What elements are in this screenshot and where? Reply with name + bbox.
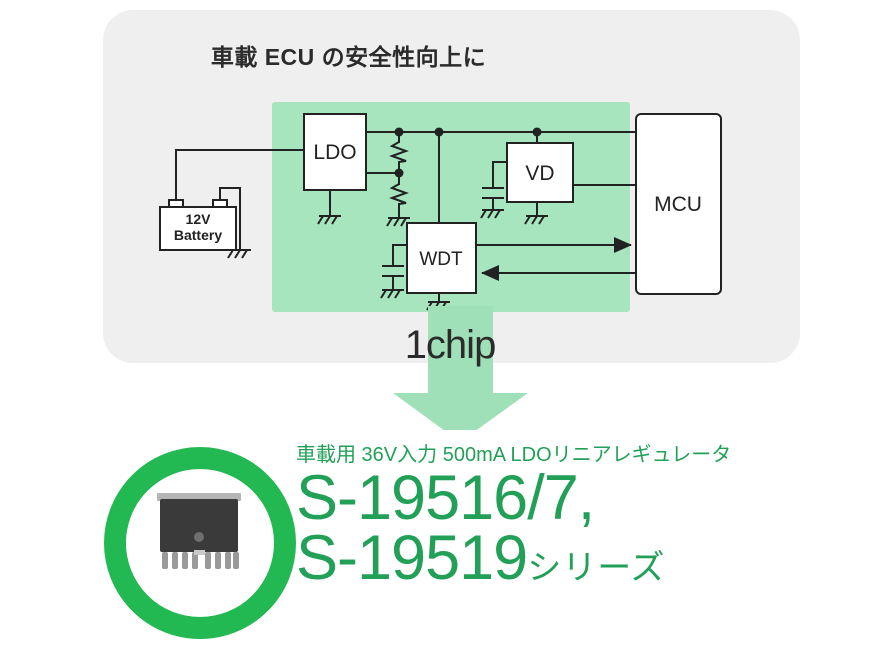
one-chip-label: 1chip xyxy=(404,323,497,367)
junction-dot xyxy=(532,127,542,137)
junction-dot xyxy=(434,127,444,137)
chip-package-icon xyxy=(157,493,241,569)
block-diagram: 12V Battery LDO WDT VD MCU xyxy=(159,102,722,430)
product-icon-badge xyxy=(104,447,296,639)
product-info: 車載用 36V入力 500mA LDOリニアレギュレータ S-19516/7, … xyxy=(296,438,876,589)
wire-battery-neg xyxy=(219,187,241,251)
block-wdt-label: WDT xyxy=(419,249,463,270)
block-ldo: LDO xyxy=(303,113,367,191)
junction-dot xyxy=(394,127,404,137)
ground-symbol-ldo xyxy=(317,215,341,225)
block-mcu-label: MCU xyxy=(654,193,702,216)
resistor-upper xyxy=(389,141,409,163)
ground-symbol-divider xyxy=(386,217,410,227)
product-series-suffix: シリーズ xyxy=(527,548,666,587)
block-vd: VD xyxy=(506,142,574,203)
battery-label-line2: Battery xyxy=(174,227,222,243)
page-title: 車載 ECU の安全性向上に xyxy=(210,44,487,70)
resistor-lower xyxy=(389,183,409,205)
one-chip-arrow xyxy=(393,306,528,430)
ground-symbol-vd-cap xyxy=(480,209,504,219)
product-name-number: S-19519 xyxy=(296,522,528,593)
junction-dot xyxy=(394,168,404,178)
block-wdt: WDT xyxy=(406,222,477,294)
block-mcu: MCU xyxy=(635,113,722,295)
battery-label-line1: 12V xyxy=(186,211,212,227)
badge-ring xyxy=(104,447,296,639)
product-name-line2: S-19519シリーズ xyxy=(296,526,876,589)
product-subtitle: 車載用 36V入力 500mA LDOリニアレギュレータ xyxy=(296,444,732,466)
block-ldo-label: LDO xyxy=(313,141,356,164)
ground-symbol-vd xyxy=(524,215,548,225)
product-name-line1: S-19516/7, xyxy=(296,463,595,533)
ground-symbol-wdt-cap xyxy=(380,289,404,299)
battery-symbol: 12V Battery xyxy=(159,199,237,251)
block-vd-label: VD xyxy=(525,162,554,185)
ground-symbol-battery xyxy=(227,249,251,259)
